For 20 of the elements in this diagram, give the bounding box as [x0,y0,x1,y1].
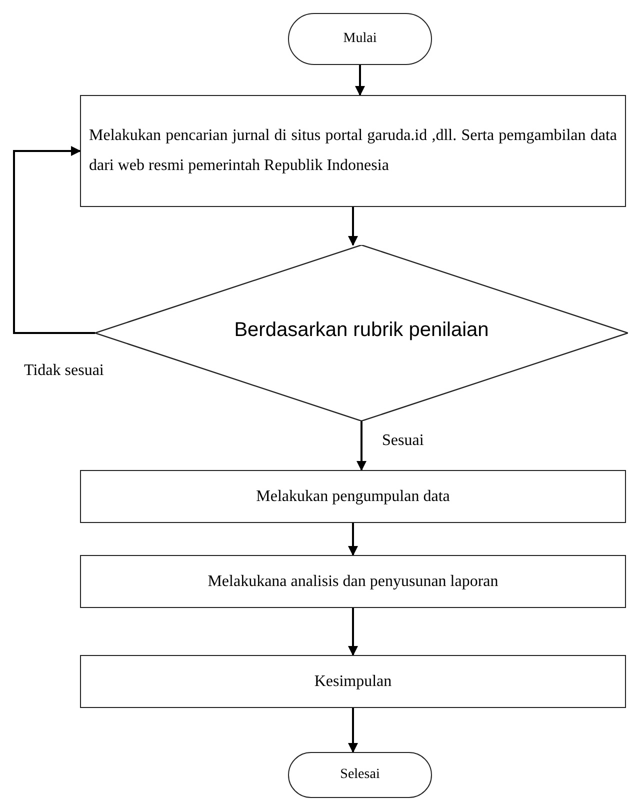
node-text: Mulai [343,31,377,47]
process-box [80,470,626,523]
start-terminator [288,13,432,65]
process-box [80,655,626,708]
decision-text: Berdasarkan rubrik penilaian [234,319,489,342]
arrow [13,146,95,334]
arrow [348,207,358,246]
node-text: Selesai [340,767,380,783]
node-text: Kesimpulan [314,672,392,690]
process-box [80,95,626,207]
node-text: Melakukan pengumpulan data [256,488,450,506]
node-text: Melakukana analisis dan penyusunan laporan [208,572,498,590]
arrow [348,608,358,656]
node-text: Melakukan pencarian jurnal di situs portal garuda.id ,dll. Serta pemgambilan data dari web resmi pemerintah Republik Indonesia [88,126,618,176]
end-terminator [288,752,432,798]
arrow [355,65,365,96]
arrow [348,708,358,753]
process-box [80,555,626,608]
arrow [356,421,366,471]
arrow [348,523,358,556]
